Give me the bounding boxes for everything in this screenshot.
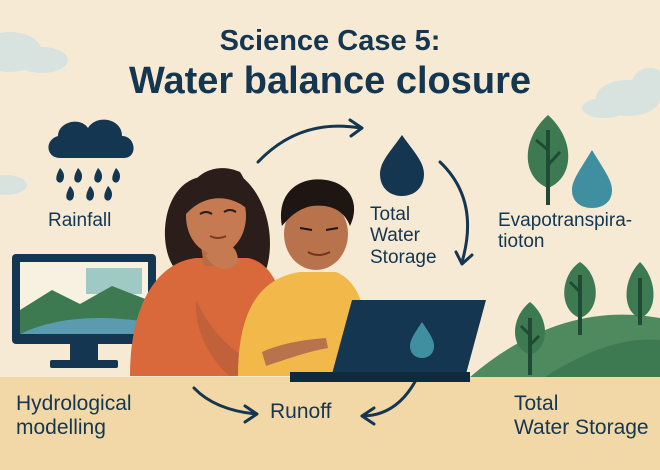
- hydrological-modelling-label: Hydrological modelling: [16, 392, 132, 439]
- total-water-storage-right-label: Total Water Storage: [514, 392, 649, 439]
- water-drop-icon: [572, 150, 612, 208]
- total-water-storage-line-1: Total: [370, 204, 411, 225]
- rainfall-label: Rainfall: [48, 210, 112, 231]
- total-water-storage-center-label: Total Water Storage: [370, 204, 437, 268]
- tree-icon: [515, 302, 545, 375]
- total-water-storage-right-line-2: Water Storage: [514, 415, 649, 439]
- tree-icon: [626, 262, 654, 325]
- evapotranspiration-line-1: Evapotranspira-: [498, 210, 633, 231]
- total-water-storage-line-2: Water: [370, 225, 420, 247]
- tree-icon: [564, 262, 596, 335]
- total-water-storage-line-3: Storage: [370, 246, 437, 268]
- background-cloud-right: [582, 68, 660, 118]
- green-hills: [470, 314, 660, 377]
- title-line-1: Science Case 5:: [219, 25, 441, 57]
- ground-band: [0, 377, 660, 470]
- total-water-storage-right-line-1: Total: [514, 392, 559, 415]
- water-drop-icon: [380, 135, 424, 196]
- runoff-label: Runoff: [270, 400, 332, 423]
- cycle-arrow-icon: [192, 118, 474, 426]
- evapotranspiration-label: Evapotranspira- tioton: [498, 210, 632, 253]
- monitor-icon: [12, 254, 156, 368]
- rain-cloud-icon: [48, 119, 134, 201]
- laptop-icon: [290, 300, 486, 382]
- hydrological-modelling-line-1: Hydrological: [16, 392, 132, 415]
- evapotranspiration-line-2: tioton: [498, 231, 545, 253]
- tree-icon: [527, 115, 569, 205]
- background-cloud-left: [0, 32, 68, 195]
- person-man: [238, 179, 368, 376]
- page-title: Water balance closure: [129, 60, 531, 102]
- hydrological-modelling-line-2: modelling: [16, 415, 106, 439]
